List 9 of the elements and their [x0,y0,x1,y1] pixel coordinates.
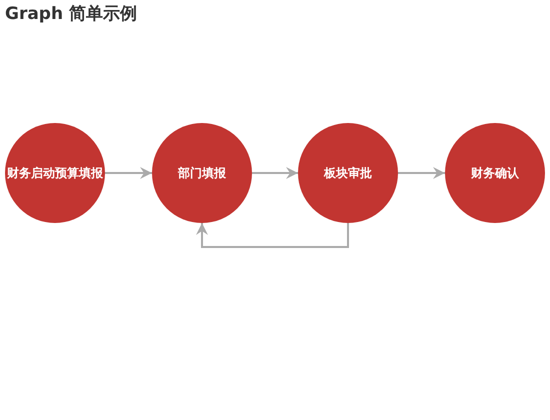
node-label: 板块审批 [324,166,372,180]
arrow [252,167,298,179]
title: Graph 简单示例 [5,3,137,25]
node-label: 部门填报 [178,166,226,180]
arrow [105,167,152,179]
arrow [196,223,349,248]
node-label: 财务启动预算填报 [7,166,103,180]
arrow [398,167,445,179]
node-label: 财务确认 [471,166,519,180]
